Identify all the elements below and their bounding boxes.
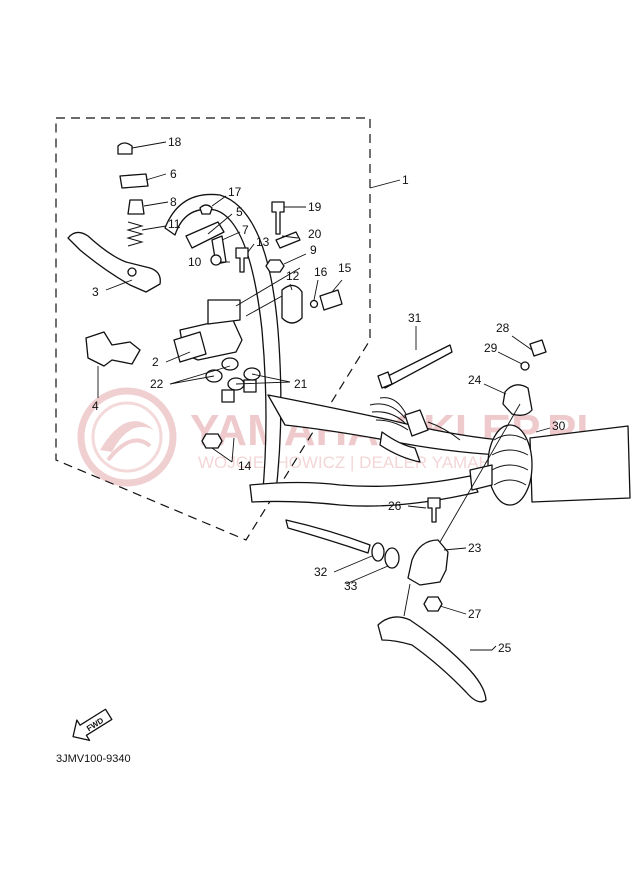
bolt-19	[271, 201, 285, 235]
bolt-15	[319, 289, 343, 311]
clamp-12	[281, 284, 303, 324]
spring-11	[126, 221, 144, 247]
callout-1: 1	[402, 173, 409, 187]
callout-2: 2	[152, 355, 159, 369]
callout-16: 16	[314, 265, 328, 279]
callout-29: 29	[484, 341, 498, 355]
leader-lines	[97, 141, 551, 651]
bolt-18	[117, 142, 133, 155]
cap-8	[127, 199, 145, 215]
callout-30: 30	[552, 419, 566, 433]
clamp-bracket	[502, 384, 533, 416]
adjusters-21-22	[205, 357, 261, 403]
cap-17	[199, 204, 213, 215]
callout-3: 3	[92, 285, 99, 299]
callout-33: 33	[344, 579, 358, 593]
callout-9: 9	[310, 243, 317, 257]
callout-12: 12	[286, 269, 300, 283]
wire-connector	[369, 397, 461, 441]
callout-31: 31	[408, 311, 422, 325]
callout-6: 6	[170, 167, 177, 181]
nut-9	[265, 259, 285, 273]
bolt-28	[529, 339, 547, 357]
callout-28: 28	[496, 321, 510, 335]
washer-29	[520, 361, 530, 371]
plate-6	[119, 173, 149, 189]
assembly-boundary	[55, 117, 371, 541]
callout-27: 27	[468, 607, 482, 621]
callout-20: 20	[308, 227, 322, 241]
callout-25: 25	[498, 641, 512, 655]
master-cylinder	[173, 299, 243, 363]
callout-labels: 18 6 8 11 17 5 7 13 10 19 20 9 12 16 15 …	[92, 135, 566, 655]
watermark-logo	[77, 387, 177, 487]
callout-13: 13	[256, 235, 270, 249]
callout-8: 8	[170, 195, 177, 209]
bracket-20	[275, 231, 301, 249]
switch-4	[85, 331, 141, 367]
callout-22: 22	[150, 377, 164, 391]
callout-10: 10	[188, 255, 202, 269]
fwd-arrow-icon: FWD	[72, 708, 113, 742]
clutch-cable	[285, 519, 400, 569]
callout-24: 24	[468, 373, 482, 387]
clutch-lever	[377, 616, 487, 703]
nuts-14	[201, 433, 223, 449]
callout-17: 17	[228, 185, 242, 199]
nut-10	[210, 254, 222, 266]
callout-11: 11	[168, 217, 181, 231]
nut-27	[423, 596, 443, 612]
callout-19: 19	[308, 200, 322, 214]
bolt-13	[235, 247, 249, 273]
callout-7: 7	[242, 223, 249, 237]
doc-code: 3JMV100-9340	[56, 753, 131, 765]
callout-18: 18	[168, 135, 182, 149]
throttle-grip	[469, 424, 631, 506]
callout-26: 26	[388, 499, 402, 513]
callout-21: 21	[294, 377, 308, 391]
callout-32: 32	[314, 565, 328, 579]
callout-23: 23	[468, 541, 482, 555]
brake-lever	[67, 231, 161, 293]
callout-4: 4	[92, 399, 99, 413]
washer-16	[309, 299, 319, 309]
lever-holder	[407, 539, 449, 586]
callout-15: 15	[338, 261, 352, 275]
bolt-26	[427, 497, 441, 523]
callout-5: 5	[236, 205, 243, 219]
callout-14: 14	[238, 459, 252, 473]
